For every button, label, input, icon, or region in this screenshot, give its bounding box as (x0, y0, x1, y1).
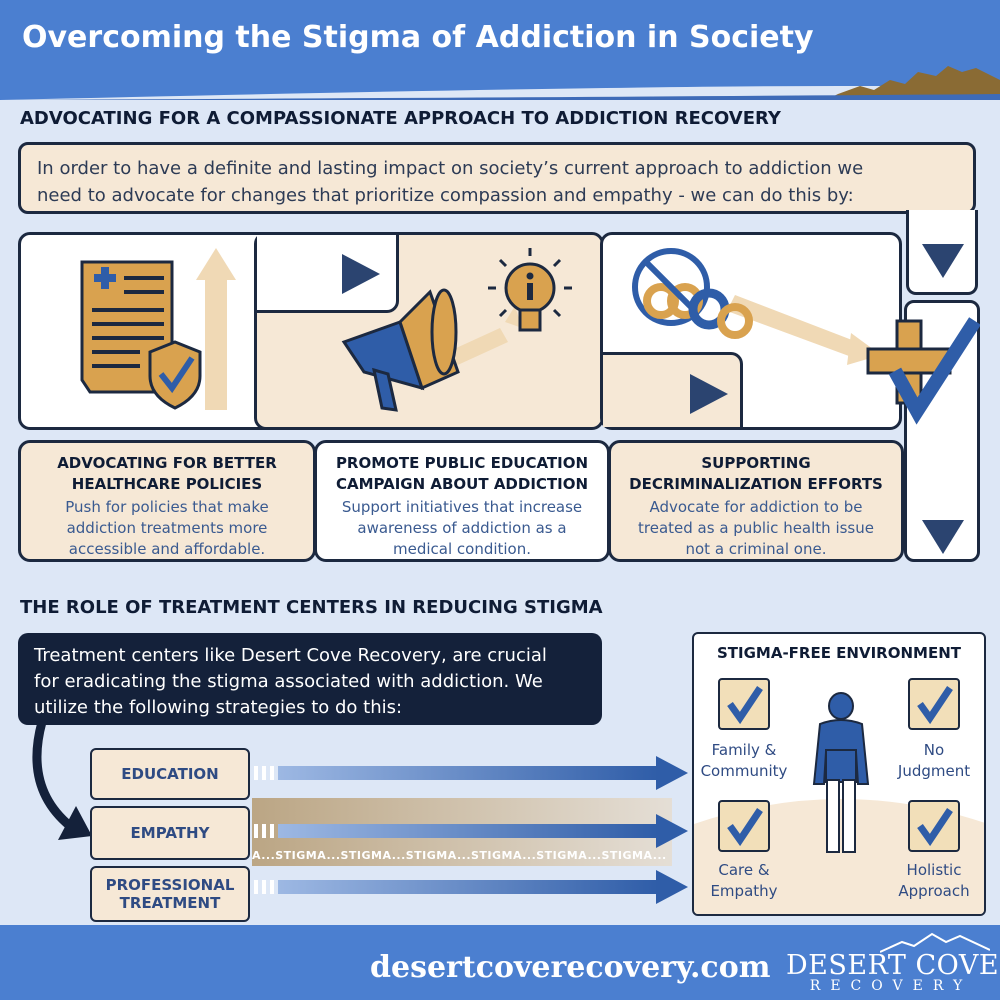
step-description: Support initiatives that increase (341, 498, 583, 516)
step-title: HEALTHCARE POLICIES (71, 475, 263, 493)
header-banner (0, 0, 1000, 100)
treatment-heading: THE ROLE OF TREATMENT CENTERS IN REDUCIN… (20, 597, 603, 618)
brand-logo-subtitle: RECOVERY (809, 978, 973, 994)
strategy-professional-treatment: PROFESSIONAL TREATMENT (90, 866, 250, 922)
environment-item-label: Judgment (897, 762, 971, 780)
down-arrow-icon (922, 244, 964, 278)
step-description: Advocate for addiction to be (649, 498, 863, 516)
step-title: SUPPORTING (701, 454, 811, 472)
strategy-education: EDUCATION (90, 748, 250, 800)
step-description: treated as a public health issue (638, 519, 874, 537)
check-icon (908, 800, 960, 852)
step-description: addiction treatments more (66, 519, 268, 537)
step-title: ADVOCATING FOR BETTER (57, 454, 277, 472)
step-card-public-education: PROMOTE PUBLIC EDUCATION CAMPAIGN ABOUT … (314, 440, 610, 562)
play-arrow-icon (342, 254, 380, 294)
step-description: accessible and affordable. (68, 540, 266, 558)
no-handcuffs-to-health-cross-icon (632, 248, 980, 425)
mountain-logo-icon (880, 932, 990, 953)
environment-title: STIGMA-FREE ENVIRONMENT (716, 644, 961, 662)
step-description: awareness of addiction as a (357, 519, 567, 537)
environment-item-label: Approach (898, 882, 970, 900)
environment-item-label: Community (700, 762, 788, 780)
strategy-label: EDUCATION (121, 765, 219, 783)
treatment-intro-box: Treatment centers like Desert Cove Recov… (18, 633, 602, 725)
step-card-decriminalization: SUPPORTING DECRIMINALIZATION EFFORTS Adv… (608, 440, 904, 562)
step-card-healthcare-policies: ADVOCATING FOR BETTER HEALTHCARE POLICIE… (18, 440, 316, 562)
treatment-intro-line: Treatment centers like Desert Cove Recov… (34, 645, 547, 666)
strategy-label: PROFESSIONAL (105, 876, 235, 894)
step-title: PROMOTE PUBLIC EDUCATION (335, 454, 589, 472)
advocacy-heading: ADVOCATING FOR A COMPASSIONATE APPROACH … (20, 108, 781, 129)
environment-item-label: Family & (711, 741, 777, 759)
advocacy-intro-line: need to advocate for changes that priori… (37, 185, 854, 206)
treatment-intro-line: utilize the following strategies to do t… (34, 697, 403, 718)
treatment-intro-line: for eradicating the stigma associated wi… (34, 671, 543, 692)
step-title: CAMPAIGN ABOUT ADDICTION (335, 475, 589, 493)
stigma-banner: A...STIGMA...STIGMA...STIGMA...STIGMA...… (252, 849, 667, 862)
environment-item-label: Care & (718, 861, 770, 879)
brand-logo-name: DESERT COVE (786, 950, 1000, 981)
person-figure-icon (812, 692, 870, 853)
environment-item-label: Empathy (710, 882, 778, 900)
advocacy-intro-line: In order to have a definite and lasting … (37, 158, 864, 179)
stigma-free-environment-panel: STIGMA-FREE ENVIRONMENT Family & Communi… (692, 632, 986, 916)
strategy-label: EMPATHY (130, 824, 210, 842)
environment-item-holistic: Holistic Approach (879, 860, 984, 902)
website-link[interactable]: desertcoverecovery.com (370, 950, 771, 985)
environment-item-no-judgment: No Judgment (879, 740, 984, 782)
panel-notch (603, 352, 743, 427)
megaphone-info-lightbulb-icon (341, 248, 572, 412)
check-icon (908, 678, 960, 730)
environment-item-label: Holistic (906, 861, 962, 879)
strategy-arrows (252, 756, 688, 904)
step-description: medical condition. (392, 540, 532, 558)
footer-banner (0, 925, 1000, 1000)
advocacy-intro-box: In order to have a definite and lasting … (18, 142, 976, 214)
play-arrow-icon (690, 374, 728, 414)
strategy-empathy: EMPATHY (90, 806, 250, 860)
curved-arrow-icon (32, 720, 92, 840)
check-icon (718, 800, 770, 852)
healthcare-policy-document-shield-icon (80, 248, 236, 410)
step-description: Push for policies that make (65, 498, 269, 516)
environment-item-care: Care & Empathy (694, 860, 799, 902)
strategy-label: TREATMENT (119, 894, 221, 912)
step-title: DECRIMINALIZATION EFFORTS (629, 475, 883, 493)
page-title: Overcoming the Stigma of Addiction in So… (22, 20, 814, 55)
environment-item-label: No (923, 741, 945, 759)
step-description: not a criminal one. (685, 540, 827, 558)
down-arrow-icon (922, 520, 964, 554)
check-icon (718, 678, 770, 730)
environment-item-family: Family & Community (694, 740, 799, 782)
